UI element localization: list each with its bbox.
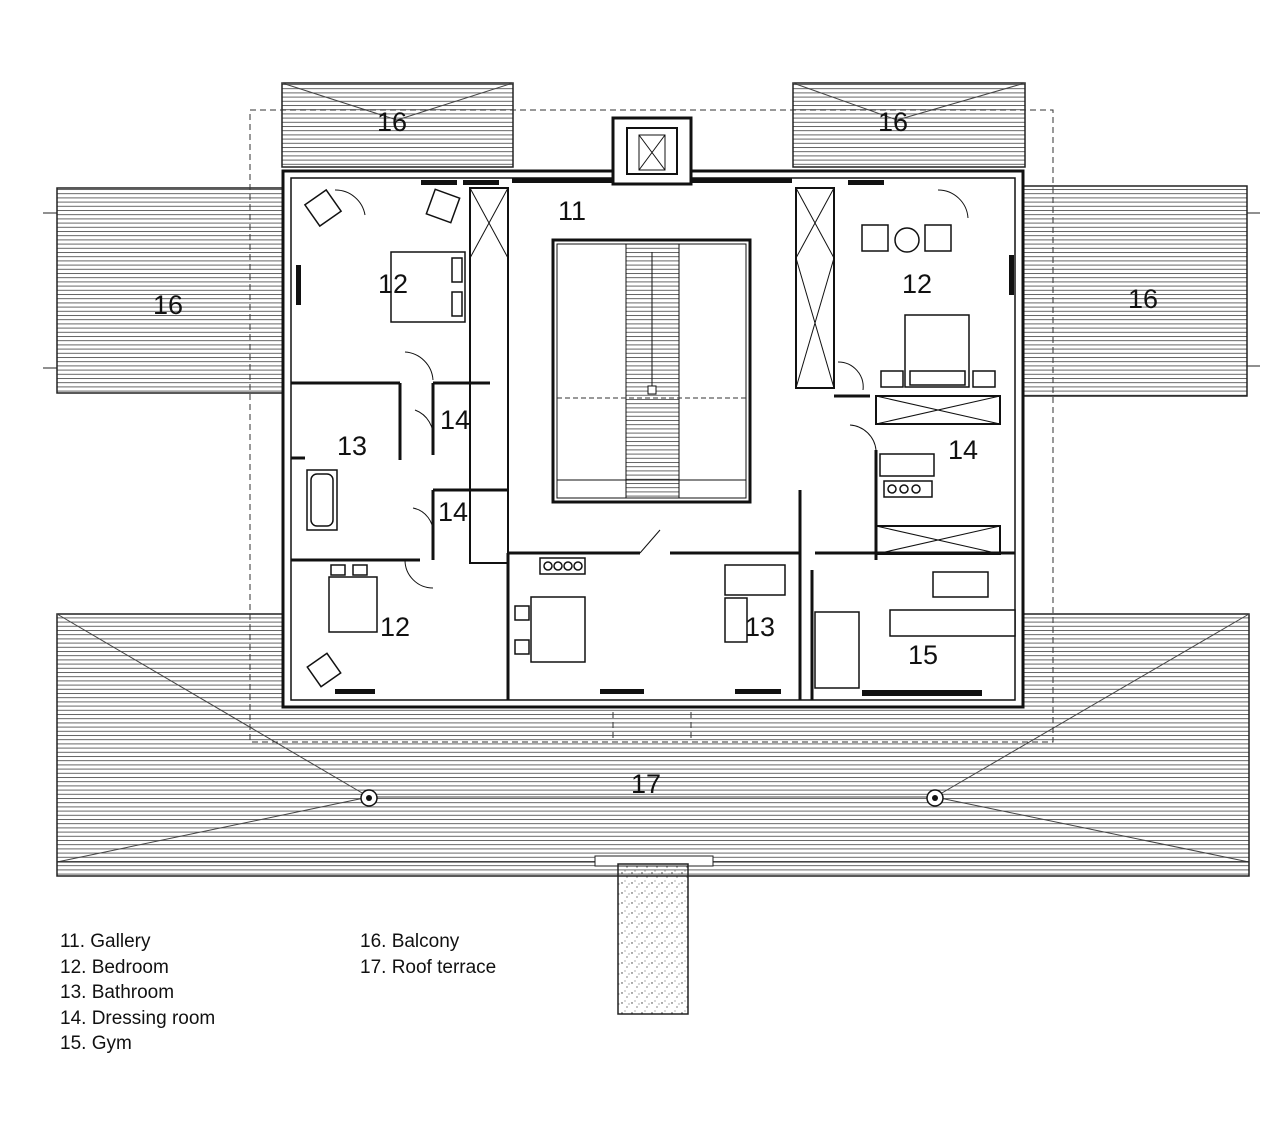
legend-left: 11. Gallery 12. Bedroom 13. Bathroom 14.… <box>60 929 215 1057</box>
legend-item: 15. Gym <box>60 1033 132 1054</box>
door-swings <box>334 189 969 589</box>
label-bathroom-s: 13 <box>745 612 775 642</box>
balcony-ne <box>792 82 1026 168</box>
label-roof-terrace: 17 <box>631 769 661 799</box>
walkway <box>594 855 714 1015</box>
interior-walls <box>291 381 1015 700</box>
furniture <box>303 188 1016 689</box>
balcony-e <box>1017 185 1260 397</box>
roof-outline <box>249 109 1054 743</box>
legend-item: 17. Roof terrace <box>360 956 497 978</box>
label-dressing-w1: 14 <box>440 405 470 435</box>
label-balcony-w: 16 <box>153 290 183 320</box>
legend-item: 11. Gallery <box>60 931 151 952</box>
label-balcony-ne: 16 <box>878 107 908 137</box>
radiators <box>296 180 1014 694</box>
label-bathroom-w: 13 <box>337 431 367 461</box>
label-dressing-e: 14 <box>948 435 978 465</box>
balcony-nw <box>281 82 514 168</box>
balcony-w <box>43 187 284 394</box>
legend-item: 12. Bedroom <box>60 956 169 978</box>
label-gym: 15 <box>908 640 938 670</box>
legend-item: 14. Dressing room <box>60 1007 216 1029</box>
legend-item: 13. Bathroom <box>60 982 175 1003</box>
legend-item: 16. Balcony <box>360 931 460 952</box>
legend-right: 16. Balcony 17. Roof terrace <box>360 929 496 980</box>
label-gallery: 11 <box>558 196 586 226</box>
label-bedroom-ne: 12 <box>902 269 932 299</box>
label-balcony-e: 16 <box>1128 284 1158 314</box>
label-dressing-w2: 14 <box>438 497 468 527</box>
label-bedroom-nw: 12 <box>378 269 408 299</box>
label-bedroom-sw: 12 <box>380 612 410 642</box>
stair-void <box>551 238 752 504</box>
label-balcony-nw: 16 <box>377 107 407 137</box>
